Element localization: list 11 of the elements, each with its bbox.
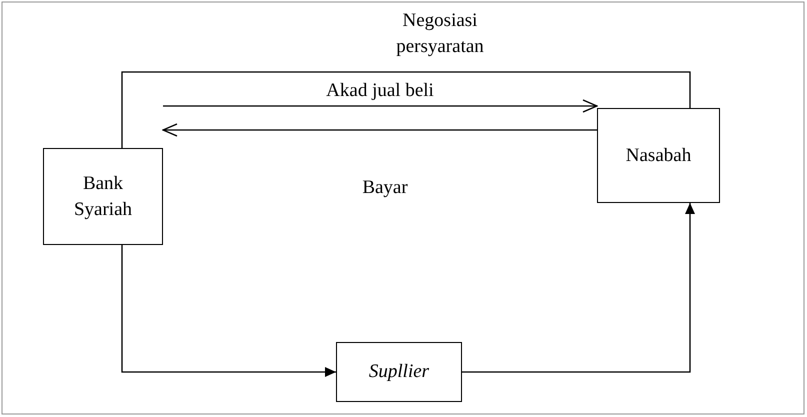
connector-line — [121, 71, 691, 148]
arrow — [162, 123, 597, 137]
process-box — [43, 148, 163, 245]
process-box — [597, 108, 720, 203]
arrow — [462, 203, 695, 373]
node-label: Nasabah — [624, 144, 692, 168]
arrow — [163, 99, 598, 113]
node-label: Supllier — [368, 360, 430, 384]
node-label: Bank Syariah — [72, 172, 134, 222]
process-box — [336, 342, 462, 402]
arrow — [121, 245, 336, 377]
